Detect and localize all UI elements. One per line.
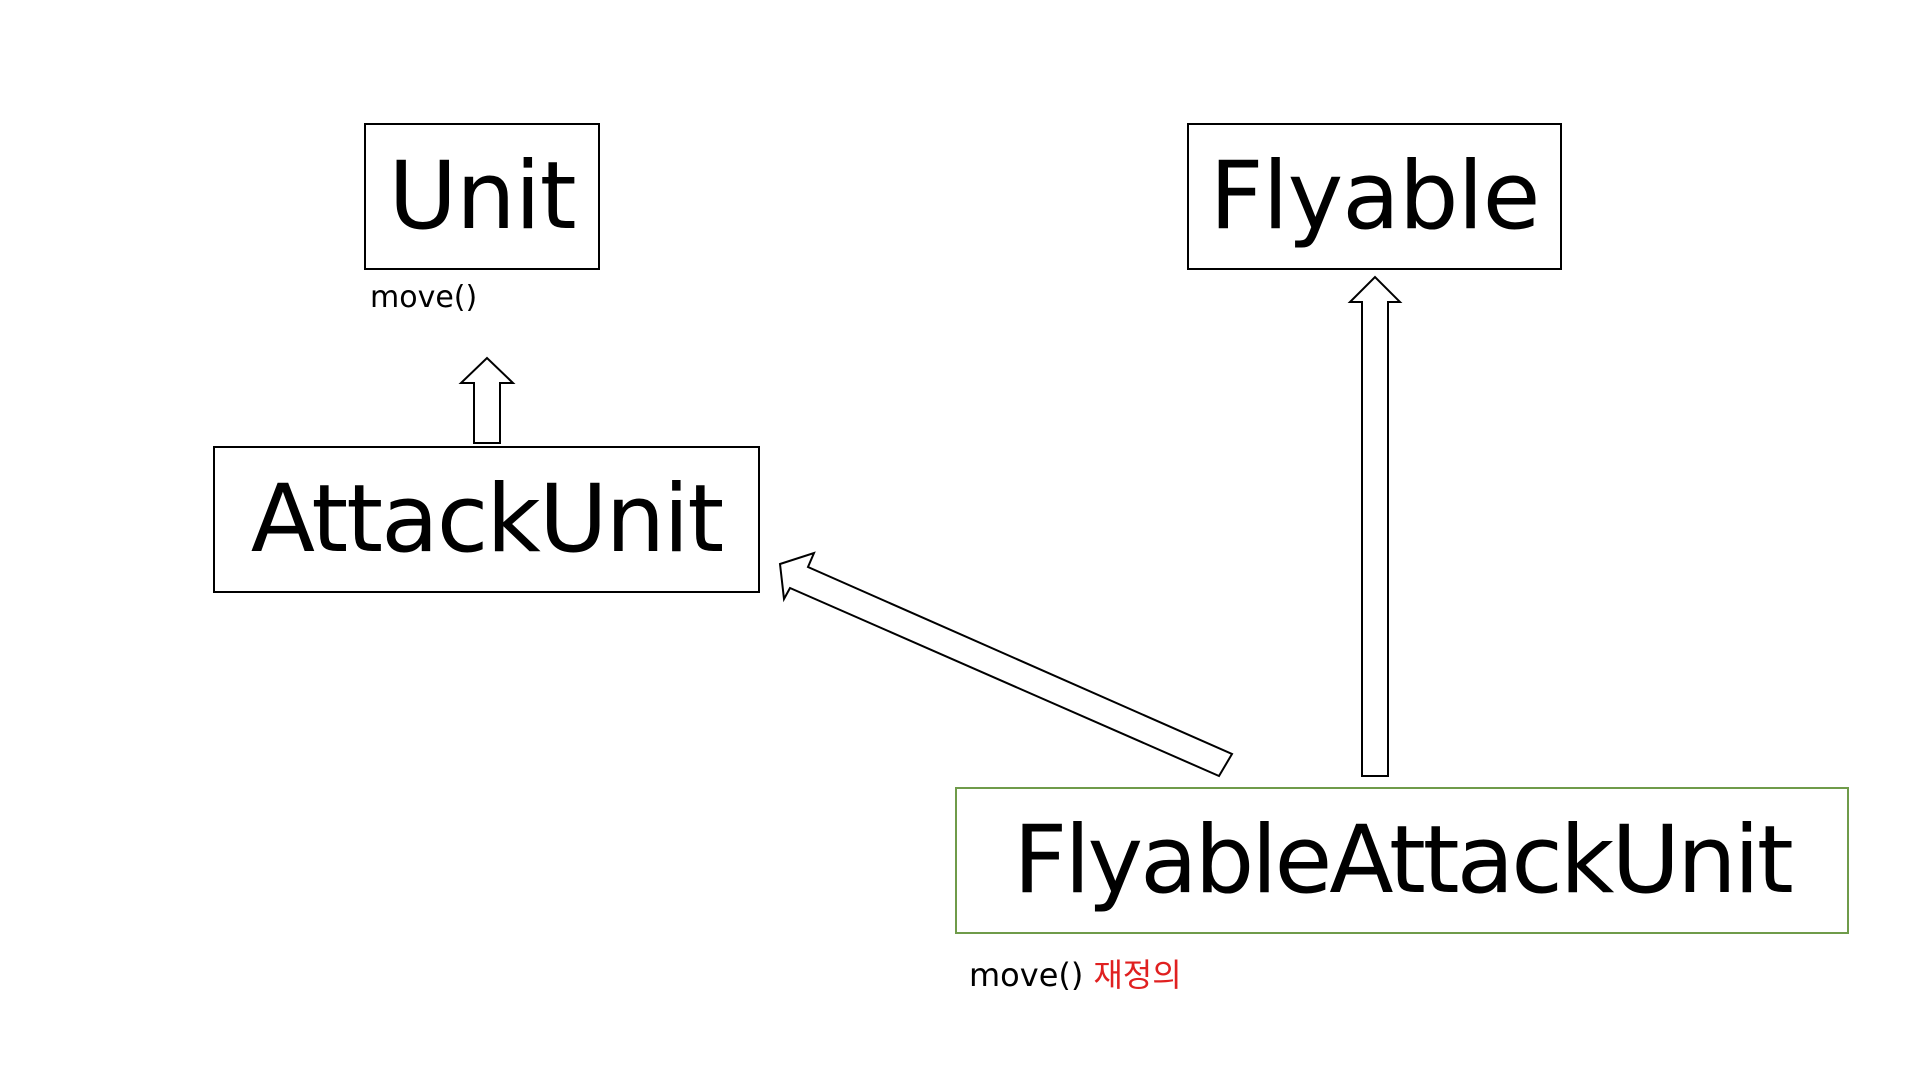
class-box-flyable-attack-unit: FlyableAttackUnit bbox=[955, 787, 1849, 934]
class-label-flyable: Flyable bbox=[1209, 141, 1540, 251]
arrow-flyableattackunit-to-flyable bbox=[1347, 275, 1403, 777]
class-box-unit: Unit bbox=[364, 123, 600, 270]
method-note-text: move() bbox=[969, 956, 1084, 994]
method-note-flyable-attack-unit: move()재정의 bbox=[969, 950, 1182, 996]
arrow-flyableattackunit-to-attackunit bbox=[778, 551, 1234, 778]
class-label-flyable-attack-unit: FlyableAttackUnit bbox=[1013, 805, 1793, 915]
class-box-attack-unit: AttackUnit bbox=[213, 446, 760, 593]
class-label-unit: Unit bbox=[388, 141, 576, 251]
override-note: 재정의 bbox=[1093, 956, 1182, 994]
method-note-unit: move() bbox=[370, 280, 478, 315]
arrow-attackunit-to-unit bbox=[458, 356, 516, 444]
class-box-flyable: Flyable bbox=[1187, 123, 1562, 270]
class-label-attack-unit: AttackUnit bbox=[250, 464, 724, 574]
